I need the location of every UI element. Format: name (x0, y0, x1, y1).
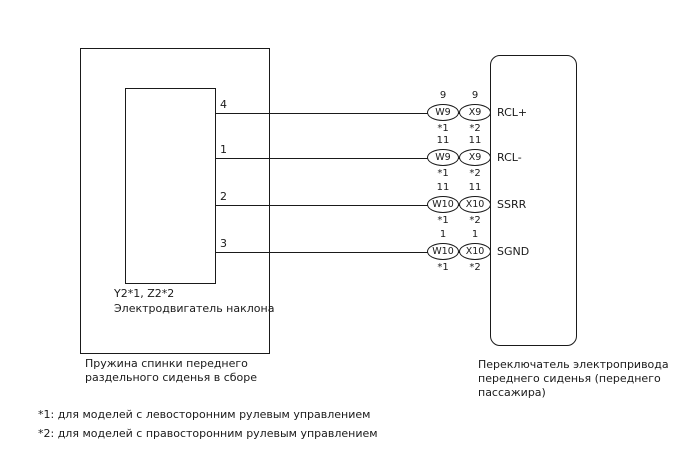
connector-pin-number: 11 (468, 182, 482, 193)
wire (216, 252, 491, 253)
component-name: Электродвигатель наклона (114, 302, 275, 315)
connector-code: W9 (427, 104, 459, 121)
wire (216, 158, 491, 159)
connector-footnote-ref: *1 (437, 123, 449, 134)
connector-footnote-ref: *1 (437, 168, 449, 179)
connector-footnote-ref: *2 (469, 262, 481, 273)
connector-footnote-ref: *1 (437, 262, 449, 273)
connector-code: X9 (459, 104, 491, 121)
connector-code: W10 (427, 196, 459, 213)
connector-pin-number: 11 (436, 135, 450, 146)
connector-pin-number: 11 (436, 182, 450, 193)
connector-footnote-ref: *1 (437, 215, 449, 226)
power-seat-switch-box (490, 55, 577, 346)
connector-footnote-ref: *2 (469, 123, 481, 134)
footnote-rhd: *2: для моделей с правосторонним рулевым… (38, 427, 378, 440)
signal-name: SGND (497, 245, 530, 258)
footnote-lhd: *1: для моделей с левосторонним рулевым … (38, 408, 371, 421)
component-code: Y2*1, Z2*2 (114, 287, 175, 300)
pin-number: 4 (220, 98, 227, 111)
connector-code: W9 (427, 149, 459, 166)
connector-footnote-ref: *2 (469, 168, 481, 179)
connector-pin-number: 9 (471, 90, 479, 101)
right-box-caption: Переключатель электропривода переднего с… (478, 358, 669, 399)
left-box-caption: Пружина спинки переднего раздельного сид… (85, 357, 258, 384)
connector-code: X9 (459, 149, 491, 166)
connector-pin-number: 1 (471, 229, 479, 240)
connector-pin-number: 11 (468, 135, 482, 146)
signal-name: SSRR (497, 198, 527, 211)
wire (216, 113, 491, 114)
pin-number: 3 (220, 237, 227, 250)
connector-code: X10 (459, 196, 491, 213)
signal-name: RCL+ (497, 106, 528, 119)
connector-footnote-ref: *2 (469, 215, 481, 226)
pin-number: 2 (220, 190, 227, 203)
connector-code: X10 (459, 243, 491, 260)
tilt-motor-box (125, 88, 216, 284)
signal-name: RCL- (497, 151, 522, 164)
wire (216, 205, 491, 206)
connector-pin-number: 1 (439, 229, 447, 240)
pin-number: 1 (220, 143, 227, 156)
connector-code: W10 (427, 243, 459, 260)
connector-pin-number: 9 (439, 90, 447, 101)
